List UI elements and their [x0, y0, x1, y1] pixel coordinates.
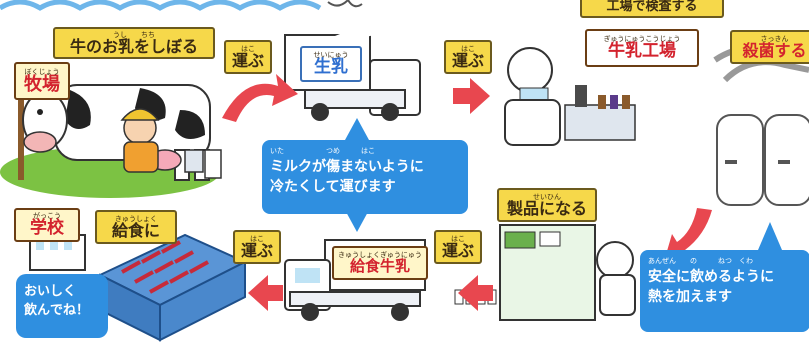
milk-crate: [97, 233, 248, 342]
factory-sign-label: 牛乳工場: [608, 41, 676, 61]
step-carry-3-ruby: はこ: [451, 234, 465, 243]
enjoy-callout: おいしく 飲んでね！: [16, 274, 108, 338]
step-carry-2-ruby: はこ: [461, 44, 475, 53]
production-machine: [454, 224, 636, 321]
step-carry-1-ruby: はこ: [241, 44, 255, 53]
cold-pointer-bottom: [345, 210, 369, 232]
step-product: せいひん 製品になる: [497, 188, 597, 222]
enjoy-callout-line1: おいしく: [24, 284, 77, 299]
cold-callout-line2: 冷たくして運びます: [270, 179, 396, 195]
arrow-tank-to-product: [665, 208, 712, 258]
farm-sign-label: 牧場: [24, 73, 60, 95]
factory-sign-ruby: ぎゅうにゅうこうじょう: [603, 35, 681, 43]
truck-2-sign: きゅうしょくぎゅうにゅう 給食牛乳: [332, 246, 428, 280]
step-sterilize-ruby: さっきん: [760, 34, 789, 43]
safe-callout-line1: 安全に飲めるように: [648, 269, 774, 285]
safe-callout: あんぜん の ねつ くわ 安全に飲めるように 熱を加えます: [640, 250, 809, 332]
step-milking: うし ちち 牛のお乳をしぼる: [53, 27, 215, 59]
step-carry-3-label: 運ぶ: [441, 240, 474, 260]
arrow-farm-to-truck: [222, 74, 298, 122]
step-carry-4: はこ 運ぶ: [233, 230, 281, 264]
farm-scene: [0, 70, 222, 198]
step-product-label: 製品になる: [506, 198, 587, 218]
step-carry-2: はこ 運ぶ: [444, 40, 492, 74]
safe-pointer: [758, 222, 782, 250]
enjoy-callout-line2: 飲んでね！: [24, 303, 90, 318]
process-arrows: [222, 74, 712, 311]
farm-sign: ぼくじょう 牧場: [14, 62, 70, 100]
factory-inspector: [504, 47, 636, 146]
school-sign-label: 学校: [30, 218, 64, 238]
farm-sign-ruby: ぼくじょう: [24, 67, 60, 76]
safe-callout-line2: 熱を加えます: [648, 289, 732, 305]
step-lunch: きゅうしょく 給食に: [95, 210, 177, 244]
step-lunch-label: 給食に: [111, 220, 160, 240]
school-sign-ruby: がっこう: [33, 212, 61, 220]
cold-callout-ruby: いた つめ はこ: [270, 147, 375, 155]
step-milking-label: 牛のお乳をしぼる: [69, 36, 198, 56]
top-decoration: [0, 0, 363, 11]
truck-1-sign-label: 生乳: [314, 57, 348, 77]
sterilizer-tanks: [713, 45, 809, 206]
cold-pointer: [345, 118, 369, 140]
arrow-truck-to-school: [248, 275, 283, 311]
step-product-ruby: せいひん: [533, 192, 561, 201]
truck-1-sign: せいにゅう 生乳: [300, 46, 362, 82]
truck-2-sign-ruby: きゅうしょくぎゅうにゅう: [338, 251, 422, 259]
step-carry-1: はこ 運ぶ: [224, 40, 272, 74]
step-carry-4-ruby: はこ: [250, 234, 264, 243]
step-sterilize-label: 殺菌する: [742, 40, 807, 60]
step-lunch-ruby: きゅうしょく: [115, 214, 157, 223]
step-carry-3: はこ 運ぶ: [434, 230, 482, 264]
inspection-banner: 工場で検査する: [580, 0, 724, 18]
step-milking-ruby: うし ちち: [113, 30, 155, 39]
cold-callout: いた つめ はこ ミルクが傷まないように 冷たくして運びます: [262, 140, 468, 214]
inspection-banner-text: 工場で検査する: [606, 0, 698, 14]
step-sterilize: さっきん 殺菌する: [730, 30, 809, 64]
callout-pointers: [345, 118, 782, 250]
step-carry-1-label: 運ぶ: [231, 50, 264, 70]
safe-callout-ruby: あんぜん の ねつ くわ: [648, 257, 753, 265]
truck-1-sign-ruby: せいにゅう: [313, 51, 349, 59]
factory-sign: ぎゅうにゅうこうじょう 牛乳工場: [585, 29, 699, 67]
truck-2-sign-label: 給食牛乳: [349, 257, 410, 275]
cold-callout-line1: ミルクが傷まないように: [270, 159, 424, 175]
arrow-truck-to-factory: [453, 78, 490, 114]
step-carry-4-label: 運ぶ: [240, 240, 273, 260]
school-sign: がっこう 学校: [14, 208, 80, 242]
arrow-product-to-truck: [458, 275, 493, 311]
step-carry-2-label: 運ぶ: [451, 50, 484, 70]
